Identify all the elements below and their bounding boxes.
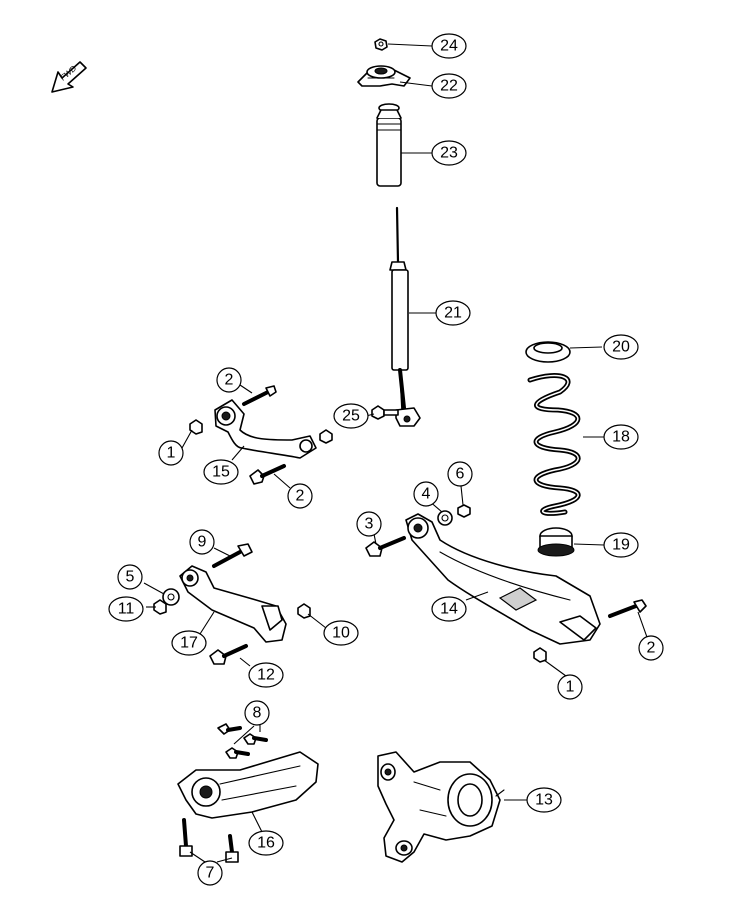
callout-1-lower-arm: 1 — [557, 674, 583, 700]
callout-label: 20 — [612, 339, 630, 356]
part-bolt-upper-arm-b — [249, 464, 286, 485]
part-nut-upper-arm-b — [319, 429, 333, 444]
part-bolt-lower-arm — [365, 536, 406, 557]
forward-direction-arrow-icon: FWD — [51, 61, 87, 93]
callout-2-upper-arm-b: 2 — [287, 483, 313, 509]
callout-25: 25 — [333, 403, 369, 429]
callout-label: 24 — [440, 38, 458, 55]
callout-21: 21 — [435, 300, 471, 326]
callout-16: 16 — [248, 830, 284, 856]
callout-label: 6 — [456, 466, 465, 483]
part-dust-boot — [376, 103, 402, 187]
callout-4: 4 — [413, 481, 439, 507]
part-knuckle — [377, 751, 505, 863]
callout-label: 15 — [212, 464, 230, 481]
part-nut-lower-arm — [457, 504, 471, 518]
part-studs-trailing-arm — [179, 818, 239, 863]
part-lower-control-arm — [405, 513, 601, 645]
part-bolts-trailing-arm — [217, 723, 268, 759]
callout-label: 10 — [332, 625, 350, 642]
callout-label: 4 — [422, 486, 431, 503]
part-bolt-link-lower — [209, 644, 248, 665]
leader-lines — [143, 43, 649, 863]
callout-15: 15 — [203, 459, 239, 485]
callout-18: 18 — [603, 424, 639, 450]
callout-8: 8 — [244, 700, 270, 726]
callout-label: 16 — [257, 835, 275, 852]
callout-label: 17 — [180, 635, 198, 652]
callout-5: 5 — [117, 564, 143, 590]
callout-12: 12 — [248, 662, 284, 688]
callout-13: 13 — [526, 787, 562, 813]
callout-6: 6 — [447, 461, 473, 487]
part-upper-control-arm — [214, 399, 317, 459]
callout-14: 14 — [431, 596, 467, 622]
callout-label: 2 — [225, 372, 234, 389]
part-bolt-link — [212, 543, 253, 568]
callout-label: 23 — [440, 145, 458, 162]
part-upper-nut — [374, 38, 388, 51]
part-nut-lower-arm-right — [533, 647, 547, 663]
part-bolt-upper-arm-a — [242, 385, 277, 406]
callout-label: 8 — [253, 705, 262, 722]
part-nut-link-left — [153, 599, 167, 615]
part-upper-mount — [357, 65, 411, 87]
callout-1-upper-arm: 1 — [158, 440, 184, 466]
callout-label: 2 — [647, 640, 656, 657]
callout-10: 10 — [323, 620, 359, 646]
callout-label: 11 — [118, 601, 135, 618]
part-nut-upper-arm-a — [189, 419, 203, 435]
callout-22: 22 — [431, 73, 467, 99]
part-lateral-link — [179, 565, 287, 643]
callout-label: 1 — [566, 679, 575, 696]
callout-label: 25 — [342, 408, 360, 425]
part-bolt-lower-arm-right — [608, 599, 647, 618]
callout-label: 21 — [444, 305, 462, 322]
part-shock-absorber — [389, 206, 421, 427]
callout-11: 11 — [108, 596, 144, 622]
callout-label: 5 — [126, 569, 135, 586]
callout-19: 19 — [603, 532, 639, 558]
callout-7: 7 — [197, 860, 223, 886]
part-shock-bolt — [371, 405, 399, 420]
callout-label: 13 — [535, 792, 553, 809]
callout-label: 2 — [296, 488, 305, 505]
callout-17: 17 — [171, 630, 207, 656]
part-washer-link — [162, 588, 180, 606]
callout-label: 19 — [612, 537, 630, 554]
callout-label: 3 — [365, 516, 374, 533]
callout-label: 18 — [612, 429, 630, 446]
callout-2-upper-arm-a: 2 — [216, 367, 242, 393]
callout-label: 22 — [440, 78, 458, 95]
part-trailing-arm — [177, 751, 319, 819]
callout-3: 3 — [356, 511, 382, 537]
callout-label: 14 — [440, 601, 458, 618]
part-nut-link-right — [297, 603, 311, 619]
callout-label: 9 — [198, 534, 207, 551]
part-spring-isolator-lower — [537, 527, 575, 557]
callout-label: 12 — [257, 667, 275, 684]
part-washer-lower-arm — [437, 510, 453, 526]
callout-23: 23 — [431, 140, 467, 166]
callout-label: 7 — [206, 865, 215, 882]
callout-9: 9 — [189, 529, 215, 555]
part-coil-spring — [527, 373, 581, 516]
callout-24: 24 — [431, 33, 467, 59]
callout-20: 20 — [603, 334, 639, 360]
callout-2-lower-arm: 2 — [638, 635, 664, 661]
callout-label: 1 — [167, 445, 176, 462]
part-spring-isolator-upper — [525, 341, 571, 363]
